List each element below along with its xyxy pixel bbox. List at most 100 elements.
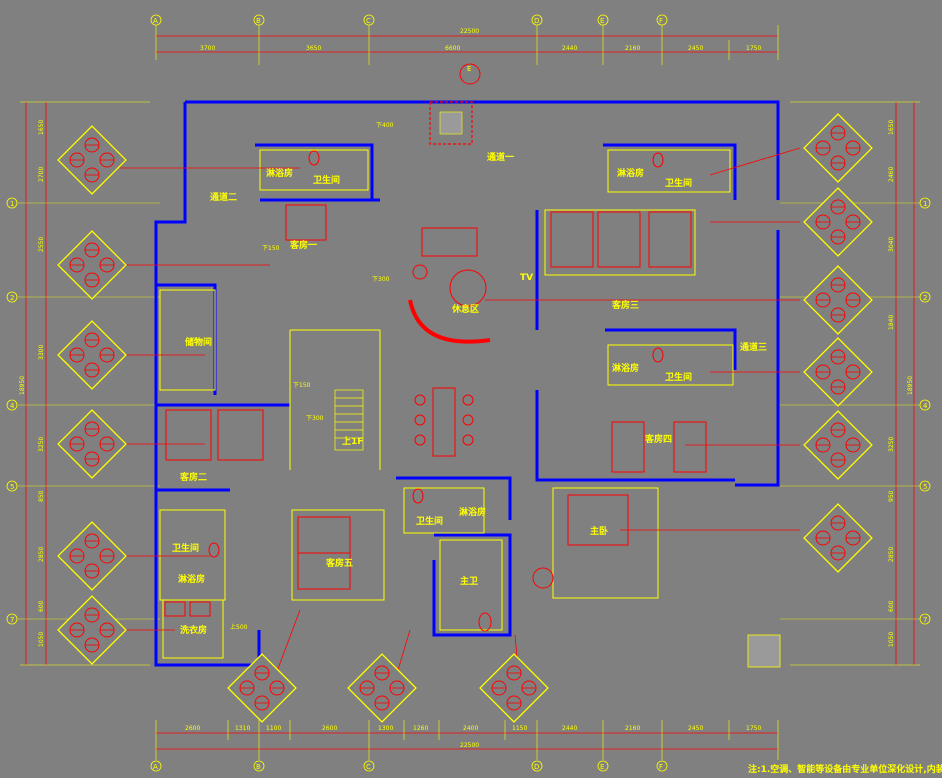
- room-passage3: 通道三: [740, 341, 767, 353]
- grid-bubbles: A B C D E F A B C D E F 1 2 4 5 7 1 2 4: [6, 14, 931, 772]
- right-dim-8: 600: [888, 600, 895, 612]
- bottom-dim-4: 2600: [322, 725, 337, 732]
- room-shower2: 淋浴房: [617, 167, 644, 179]
- room-guest3: 客房三: [611, 299, 639, 311]
- room-passage2: 通道二: [210, 191, 237, 203]
- symbol-left-4: [57, 409, 127, 479]
- left-overall-dim: 18950: [19, 376, 26, 395]
- level-note-4: 下150: [293, 382, 311, 389]
- room-bath3: 卫生间: [665, 371, 692, 383]
- right-dim-9: 1050: [888, 632, 895, 647]
- grid-a-bottom: A: [153, 763, 158, 771]
- top-dim-3: 6600: [445, 45, 460, 52]
- room-bath1: 卫生间: [313, 174, 340, 186]
- grid-2-left: 2: [10, 294, 14, 302]
- bottom-dim-7: 2400: [463, 725, 478, 732]
- bottom-dim-9: 2440: [562, 725, 577, 732]
- bottom-dim-8: 1150: [512, 725, 527, 732]
- grid-e-bottom: E: [600, 763, 604, 771]
- left-dim-3: 2550: [38, 237, 45, 252]
- grid-c-top: C: [366, 17, 371, 25]
- symbol-bottom-3: [479, 653, 549, 723]
- symbol-left-3: [57, 320, 127, 390]
- grid-4-right: 4: [923, 402, 928, 410]
- grid-e-top: E: [600, 17, 604, 25]
- bottom-dim-10: 2160: [625, 725, 640, 732]
- symbol-bottom-2: [347, 653, 417, 723]
- room-bath5: 卫生间: [172, 542, 199, 554]
- grid-b-top: B: [256, 17, 261, 25]
- bottom-dim-3: 1100: [266, 725, 281, 732]
- room-storage: 储物间: [185, 336, 212, 348]
- symbol-right-5: [803, 410, 873, 480]
- symbol-left-2: [57, 230, 127, 300]
- stairs-label: 上1F: [342, 435, 363, 447]
- design-note: 注:1.空调、智能等设备由专业单位深化设计,内装设: [748, 763, 942, 775]
- bottom-dim-6: 1260: [413, 725, 428, 732]
- left-dim-5: 3250: [38, 437, 45, 452]
- symbol-left-1: [57, 125, 127, 195]
- side-dimensions: 1650 2700 2550 3300 3250 850 2850 600 10…: [19, 101, 920, 666]
- right-overall-dim: 18950: [907, 376, 914, 395]
- room-master: 主卧: [590, 525, 608, 537]
- symbol-right-6: [803, 503, 873, 573]
- furniture: [164, 150, 707, 632]
- level-note-6: 上500: [230, 623, 248, 631]
- room-bath4: 卫生间: [416, 515, 443, 527]
- top-dim-6: 2450: [688, 45, 703, 52]
- grid-7-right: 7: [923, 616, 927, 624]
- left-dim-8: 600: [38, 600, 45, 612]
- left-dim-9: 1050: [38, 632, 45, 647]
- room-shower4: 淋浴房: [459, 506, 486, 518]
- room-guest2: 客房二: [179, 471, 207, 483]
- left-dim-2: 2700: [38, 167, 45, 182]
- bottom-dim-5: 1300: [378, 725, 393, 732]
- room-guest1: 客房一: [289, 239, 317, 251]
- bottom-dimensions: 2600 1310 1100 2600 1300 1260 2400 1150 …: [155, 720, 779, 760]
- grid-b-bottom: B: [256, 763, 261, 771]
- grid-1-right: 1: [923, 200, 927, 208]
- left-dim-6: 850: [38, 490, 45, 502]
- room-shower1: 淋浴房: [266, 167, 293, 179]
- right-dim-2: 2460: [888, 167, 895, 182]
- grid-f-top: F: [659, 17, 663, 25]
- room-shower3: 淋浴房: [612, 362, 639, 374]
- room-shower5: 淋浴房: [178, 573, 205, 585]
- bottom-overall-dim: 22500: [460, 742, 479, 749]
- symbol-right-4: [803, 337, 873, 407]
- left-dim-4: 3300: [38, 345, 45, 360]
- room-lounge: 休息区: [451, 303, 479, 315]
- grid-d-top: D: [534, 17, 539, 25]
- top-dim-4: 2440: [562, 45, 577, 52]
- grid-a-top: A: [153, 17, 158, 25]
- right-dim-7: 2850: [888, 547, 895, 562]
- room-guest5: 客房五: [325, 557, 353, 569]
- grid-5-right: 5: [923, 483, 927, 491]
- top-dim-7: 1750: [746, 45, 761, 52]
- grid-5-left: 5: [10, 483, 14, 491]
- right-dim-1: 1650: [888, 120, 895, 135]
- grid-f-bottom: F: [659, 763, 663, 771]
- room-guest4: 客房四: [644, 433, 672, 445]
- bottom-dim-11: 2450: [688, 725, 703, 732]
- symbol-right-3: [803, 265, 873, 335]
- room-laundry: 洗衣房: [180, 624, 207, 636]
- symbol-right-1: [803, 113, 873, 183]
- symbol-left-5: [57, 521, 127, 591]
- interior-lines: [159, 149, 734, 659]
- room-labels: 通道一 通道二 通道三 卫生间 卫生间 卫生间 卫生间 卫生间 淋浴房 淋浴房 …: [172, 122, 767, 636]
- grid-4-left: 4: [10, 402, 15, 410]
- right-dim-5: 3250: [888, 437, 895, 452]
- grid-1-left: 1: [10, 200, 14, 208]
- level-note-5: 下300: [306, 415, 324, 422]
- top-overall-dim: 22500: [460, 28, 479, 35]
- left-dim-7: 2850: [38, 547, 45, 562]
- grid-c-bottom: C: [366, 763, 371, 771]
- detail-marker-label: E: [467, 65, 471, 73]
- symbol-right-2: [803, 187, 873, 257]
- room-bath2: 卫生间: [665, 177, 692, 189]
- detail-marker: E: [429, 63, 781, 668]
- grid-2-right: 2: [923, 294, 927, 302]
- grid-7-left: 7: [10, 616, 14, 624]
- bottom-dim-1: 2600: [185, 725, 200, 732]
